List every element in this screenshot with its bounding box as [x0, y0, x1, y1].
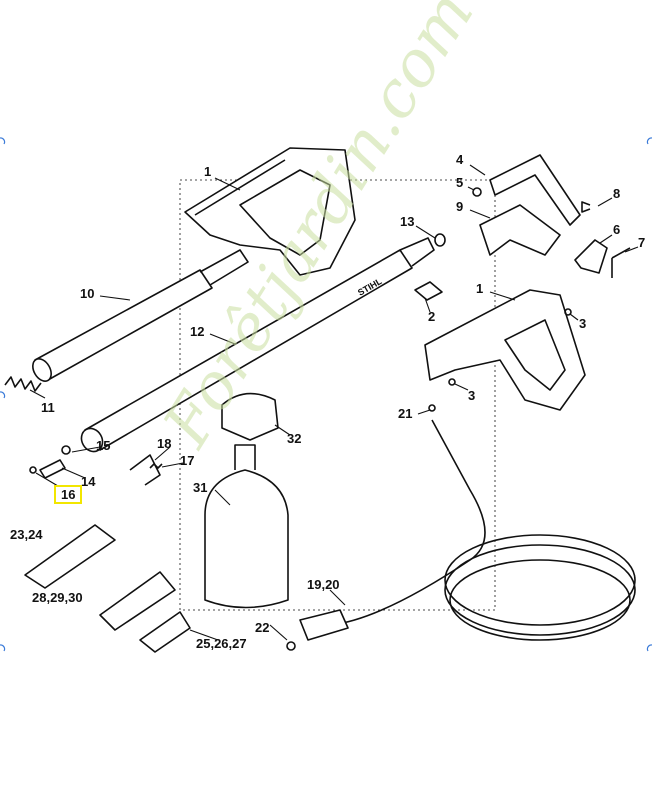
callout-25-26-27: 25,26,27	[196, 636, 247, 651]
gun-handle-1-top	[184, 147, 356, 276]
gun-handle-1-right	[424, 289, 586, 411]
callout-5: 5	[456, 175, 464, 190]
clip-8	[581, 201, 591, 213]
nozzle-25-26-27	[139, 611, 191, 653]
callout-15: 15	[96, 438, 111, 453]
o-ring-22	[286, 641, 296, 651]
callout-22: 22	[255, 620, 270, 635]
callout-3: 3	[579, 316, 587, 331]
lance-12	[80, 237, 435, 453]
callout-14: 14	[81, 474, 96, 489]
callout-6: 6	[613, 222, 621, 237]
callout-8: 8	[613, 186, 621, 201]
callout-18: 18	[157, 436, 172, 451]
connector-14	[39, 459, 66, 479]
callout-4: 4	[456, 152, 464, 167]
leader-lines	[29, 164, 639, 641]
callout-19-20: 19,20	[307, 577, 340, 592]
screw-3a	[564, 308, 572, 316]
callout-17: 17	[180, 453, 195, 468]
callout-12: 12	[190, 324, 205, 339]
callout-2: 2	[428, 309, 436, 324]
o-ring-5	[472, 187, 482, 197]
nozzle-23-24	[24, 524, 116, 589]
nozzle-tip-21	[428, 404, 436, 412]
o-ring-15	[61, 445, 71, 455]
callout-13: 13	[400, 214, 415, 229]
callout-32: 32	[287, 431, 302, 446]
callout-1: 1	[204, 164, 212, 179]
callout-31: 31	[193, 480, 208, 495]
callout-23-24: 23,24	[10, 527, 43, 542]
nozzle-28-29-30	[99, 571, 176, 631]
spring-17	[149, 463, 163, 469]
callout-16-highlighted[interactable]: 16	[54, 485, 83, 504]
callout-11: 11	[41, 400, 55, 415]
foam-bottle-31	[204, 444, 289, 609]
callout-28-29-30: 28,29,30	[32, 590, 83, 605]
callout-21: 21	[398, 406, 413, 421]
part-2	[414, 281, 443, 301]
pipe-4	[489, 154, 581, 226]
callout-3b: 3	[468, 388, 476, 403]
o-ring-13	[434, 233, 446, 247]
callout-1b: 1	[476, 281, 484, 296]
foam-nozzle-32	[221, 392, 279, 441]
screw-3b	[448, 378, 456, 386]
guard-9	[479, 204, 561, 256]
o-ring-16	[29, 466, 37, 474]
callout-9: 9	[456, 199, 464, 214]
valve-6	[574, 239, 608, 274]
callout-7: 7	[638, 235, 646, 250]
spring-11	[4, 376, 42, 392]
margin-marks	[0, 137, 652, 652]
clip-7	[611, 247, 631, 278]
lance-10	[32, 249, 249, 382]
callout-10: 10	[80, 286, 95, 301]
hose-19-20-21	[299, 419, 636, 641]
